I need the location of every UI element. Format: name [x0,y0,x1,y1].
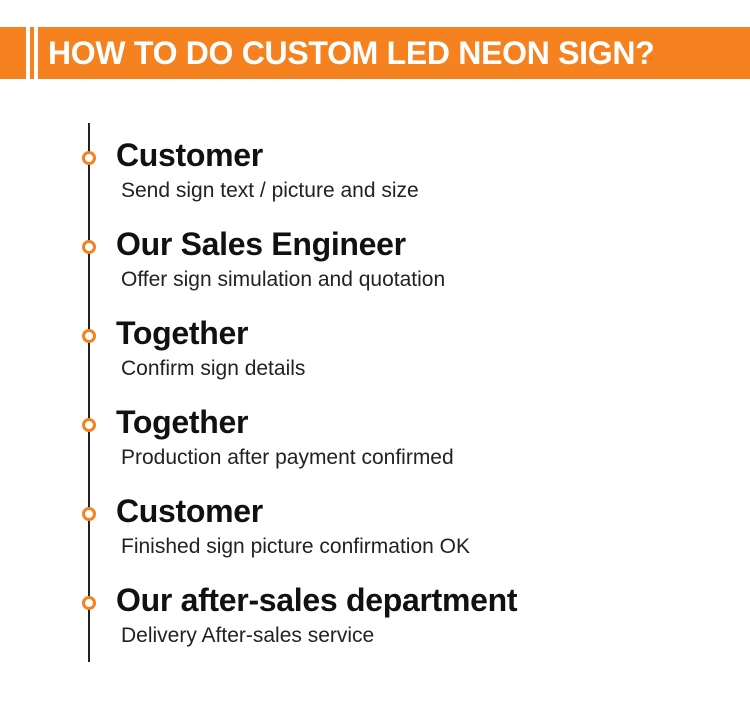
timeline-dot-icon [82,329,96,343]
timeline-dot-icon [82,596,96,610]
step-description: Production after payment confirmed [121,446,454,469]
header-banner: HOW TO DO CUSTOM LED NEON SIGN? [0,27,750,79]
timeline-line [88,123,90,662]
timeline-dot-icon [82,507,96,521]
page-title: HOW TO DO CUSTOM LED NEON SIGN? [48,35,655,71]
step-title: Customer [116,493,263,529]
step-title: Our after-sales department [116,582,518,618]
timeline-step: Customer Finished sign picture confirmat… [0,493,750,581]
step-title: Our Sales Engineer [116,226,406,262]
step-description: Send sign text / picture and size [121,179,419,202]
step-title: Together [116,404,249,440]
timeline-dot-icon [82,240,96,254]
step-title: Customer [116,137,263,173]
timeline-dot-icon [82,151,96,165]
step-title: Together [116,315,249,351]
step-description: Confirm sign details [121,357,306,380]
step-description: Delivery After-sales service [121,624,375,647]
timeline-step: Our Sales Engineer Offer sign simulation… [0,226,750,314]
timeline-step: Together Confirm sign details [0,315,750,403]
timeline-dot-icon [82,418,96,432]
header-stripe [26,27,30,79]
timeline-step: Our after-sales department Delivery Afte… [0,582,750,670]
timeline-step: Customer Send sign text / picture and si… [0,137,750,225]
timeline-step: Together Production after payment confir… [0,404,750,492]
header-stripe [34,27,38,79]
step-description: Offer sign simulation and quotation [121,268,446,291]
step-description: Finished sign picture confirmation OK [121,535,470,558]
